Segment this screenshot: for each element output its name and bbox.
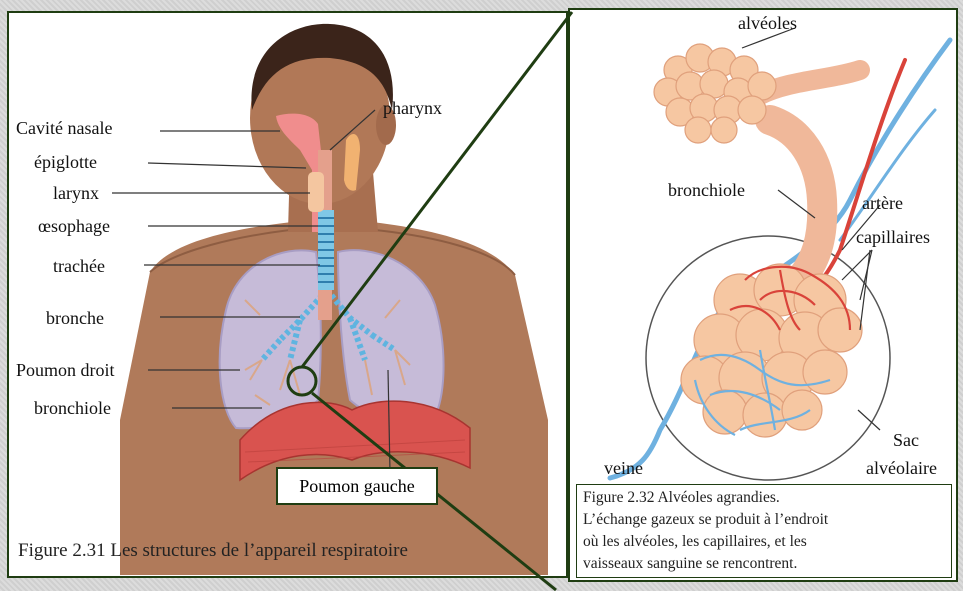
label-capillaires: capillaires <box>856 227 930 247</box>
label-trachee: trachée <box>53 256 105 276</box>
label-alveolaire: alvéolaire <box>866 458 937 478</box>
label-epiglotte: épiglotte <box>34 152 97 172</box>
label-poumon-gauche: Poumon gauche <box>276 467 438 505</box>
label-veine: veine <box>604 458 643 478</box>
label-sac: Sac <box>893 430 919 450</box>
label-bronchiole-left: bronchiole <box>34 398 111 418</box>
label-larynx: larynx <box>53 183 99 203</box>
caption-line-4: vaisseaux sanguine se rencontrent. <box>583 553 945 575</box>
label-pharynx: pharynx <box>383 98 442 118</box>
label-oesophage: œsophage <box>38 216 110 236</box>
label-bronche: bronche <box>46 308 104 328</box>
label-artere: artère <box>862 193 903 213</box>
label-cavite-nasale: Cavité nasale <box>16 118 112 138</box>
caption-line-3: où les alvéoles, les capillaires, et les <box>583 531 945 553</box>
label-alveoles: alvéoles <box>738 13 797 33</box>
caption-line-1: Figure 2.32 Alvéoles agrandies. <box>583 487 945 509</box>
label-poumon-droit: Poumon droit <box>16 360 115 380</box>
label-bronchiole-right: bronchiole <box>668 180 745 200</box>
caption-line-2: L’échange gazeux se produit à l’endroit <box>583 509 945 531</box>
left-figure-caption: Figure 2.31 Les structures de l’appareil… <box>18 540 408 562</box>
right-figure-caption: Figure 2.32 Alvéoles agrandies. L’échang… <box>576 484 952 578</box>
